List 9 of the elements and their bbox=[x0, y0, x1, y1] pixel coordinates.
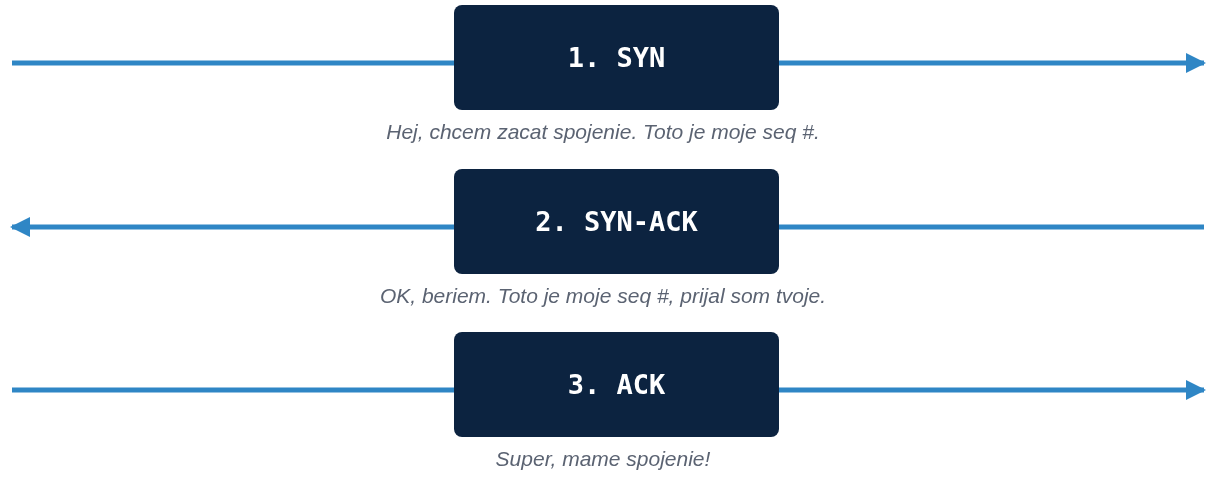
arrow bbox=[779, 380, 1206, 400]
arrow bbox=[779, 53, 1206, 73]
message-box: 1. SYN bbox=[454, 5, 779, 110]
caption-text: Super, mame spojenie! bbox=[495, 447, 711, 471]
message-box: 3. ACK bbox=[454, 332, 779, 437]
caption-text: Hej, chcem zacat spojenie. Toto je moje seq #. bbox=[386, 120, 820, 144]
message-box: 2. SYN-ACK bbox=[454, 169, 779, 274]
caption-text: OK, beriem. Toto je moje seq #, prijal som tvoje. bbox=[379, 284, 827, 308]
arrow bbox=[10, 217, 454, 237]
